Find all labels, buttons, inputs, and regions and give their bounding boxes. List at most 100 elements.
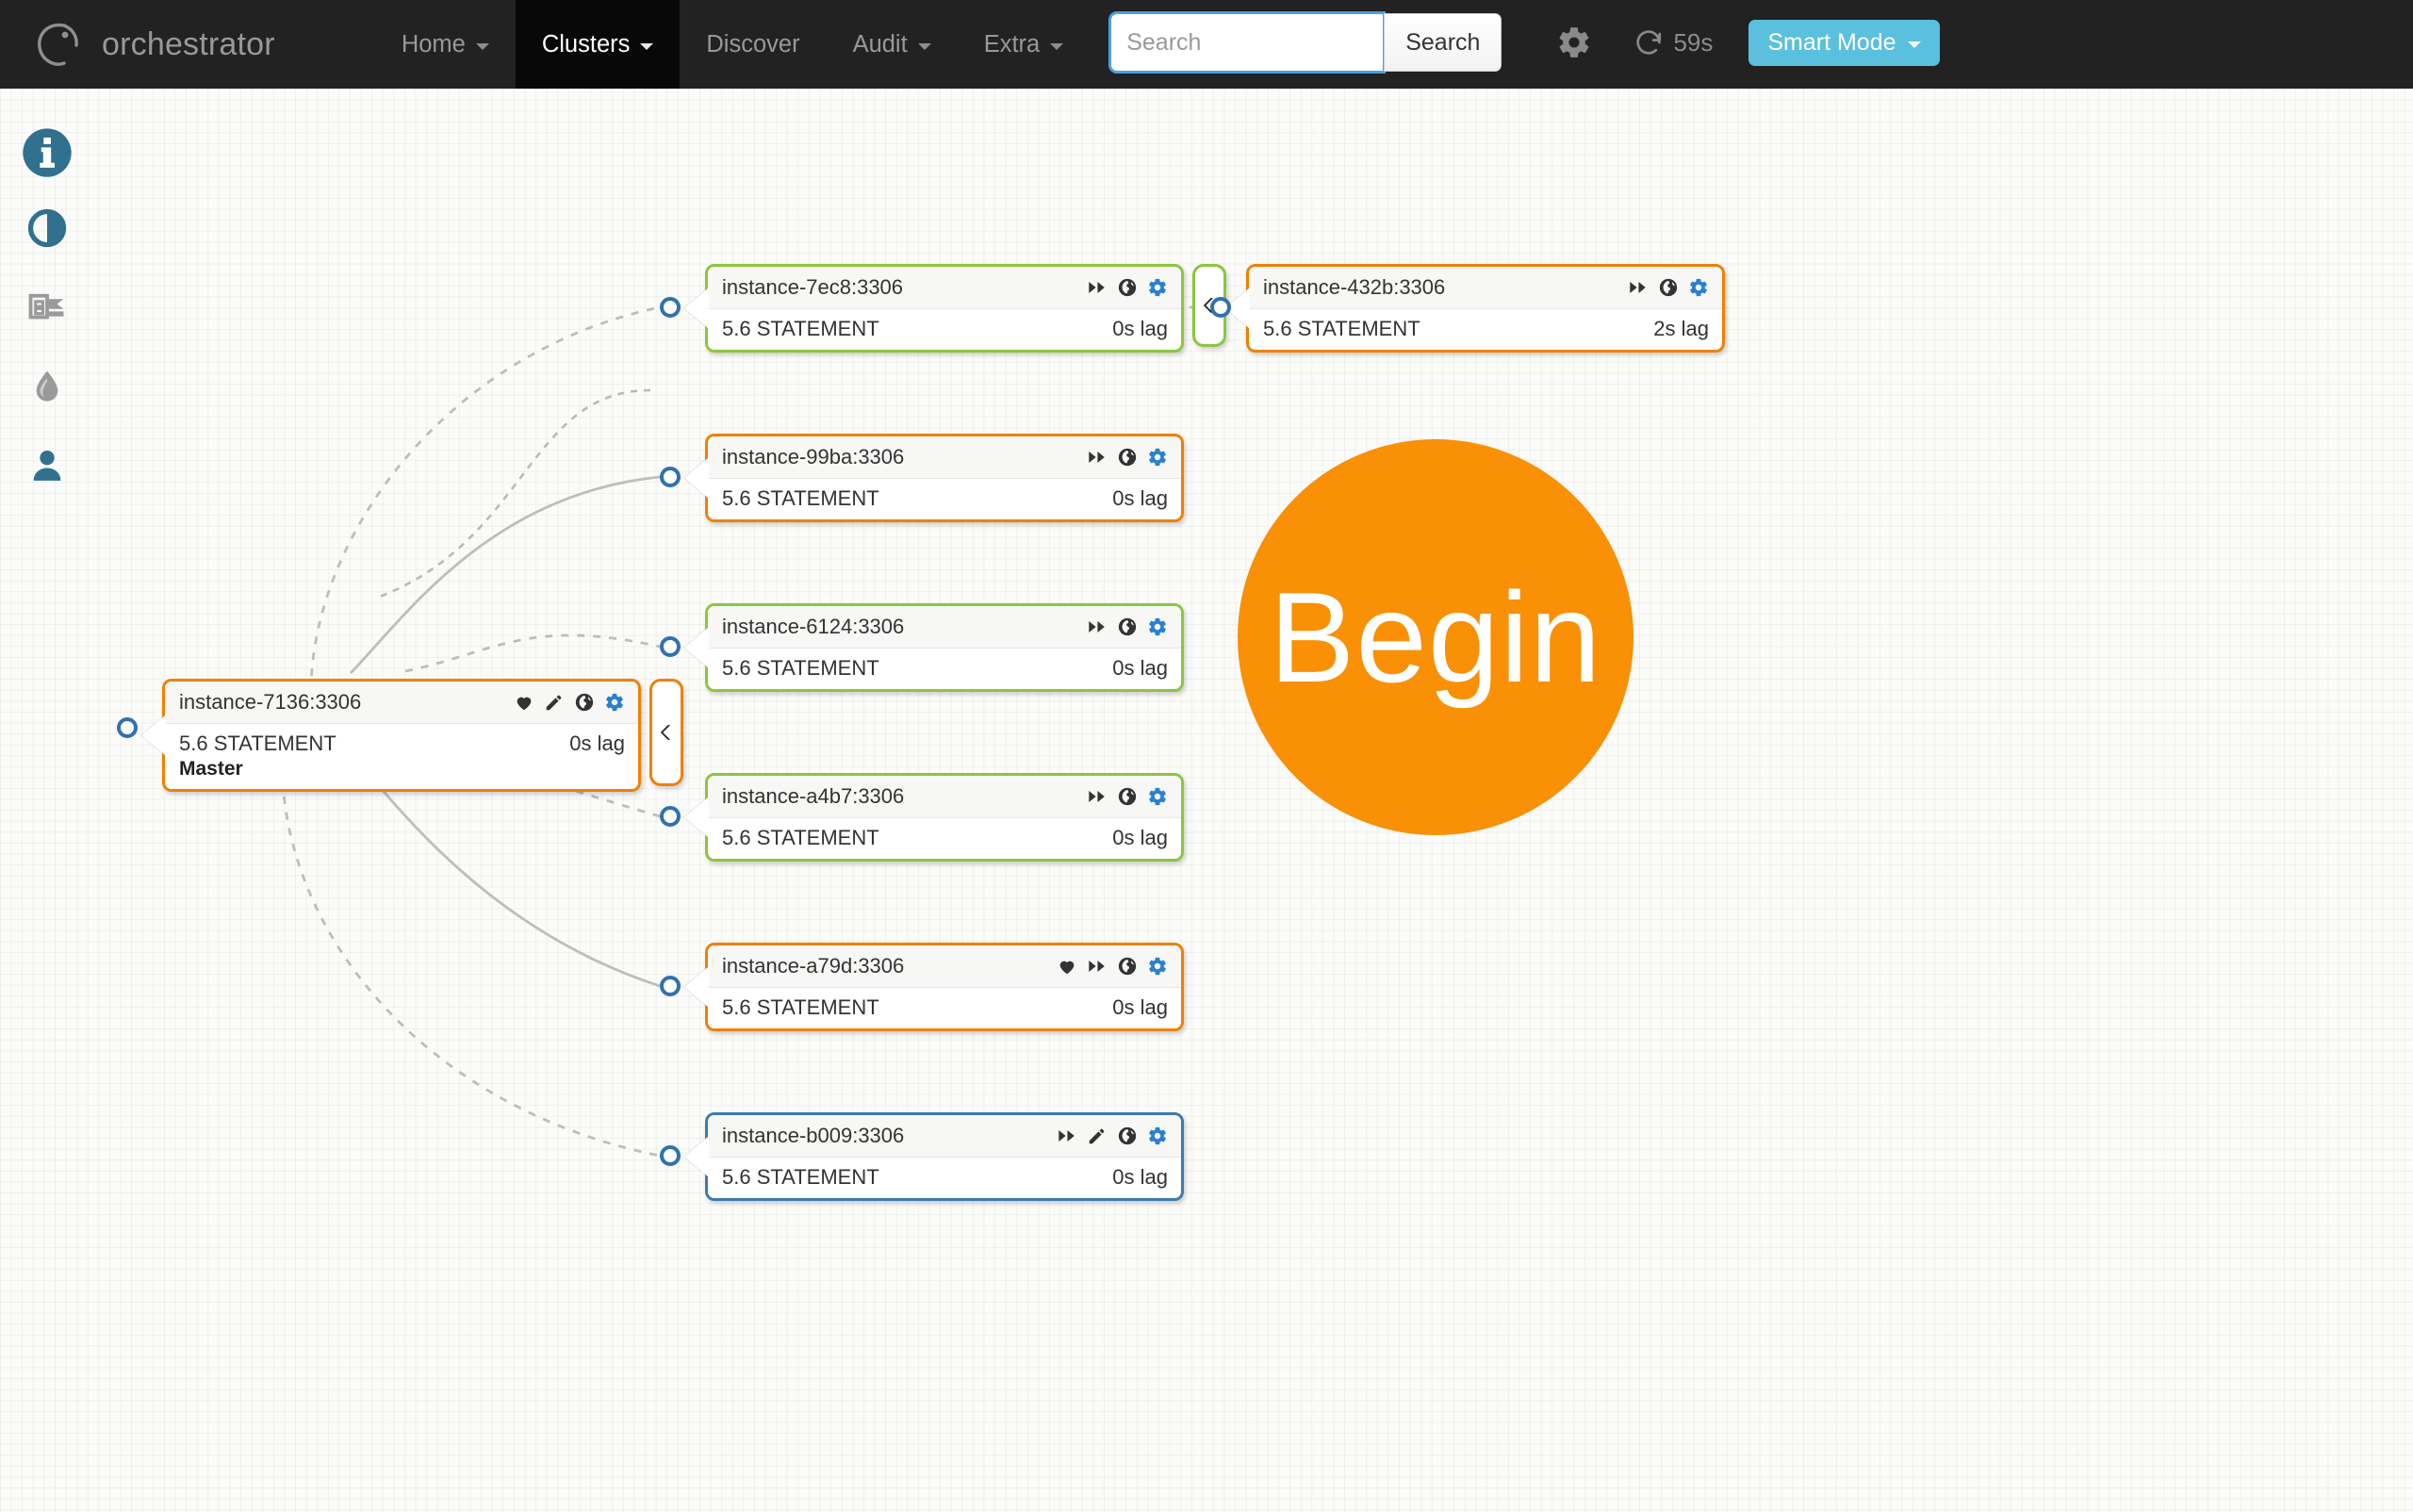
- globe-icon[interactable]: [1117, 786, 1138, 807]
- node-body: 5.6 STATEMENT 0s lag: [708, 1158, 1181, 1198]
- node-header: instance-99ba:3306: [708, 436, 1181, 479]
- brand-label: orchestrator: [102, 26, 275, 63]
- sidebar-item-contrast[interactable]: [0, 207, 94, 249]
- fast-forward-icon[interactable]: [1087, 786, 1108, 807]
- nav-right-group: Search 59s Smart Mode: [1110, 0, 1939, 72]
- connector-anchor-master[interactable]: [117, 717, 138, 738]
- globe-icon[interactable]: [1117, 616, 1138, 637]
- gear-icon[interactable]: [1147, 956, 1168, 977]
- brand[interactable]: orchestrator: [0, 0, 296, 89]
- node-action-icons: [1087, 786, 1168, 807]
- fast-forward-icon[interactable]: [1087, 616, 1108, 637]
- connector-anchor-7ec8[interactable]: [660, 297, 681, 318]
- top-navbar: orchestrator Home Clusters Discover Audi…: [0, 0, 2413, 89]
- connector-anchor-b009[interactable]: [660, 1145, 681, 1166]
- nav-item-audit-label: Audit: [853, 31, 908, 58]
- fast-forward-icon[interactable]: [1087, 956, 1108, 977]
- node-body: 5.6 STATEMENT 0s lag Master: [165, 724, 638, 789]
- fast-forward-icon[interactable]: [1087, 277, 1108, 298]
- node-title: instance-432b:3306: [1263, 275, 1445, 300]
- heart-icon[interactable]: [514, 692, 534, 713]
- refresh-countdown[interactable]: 59s: [1633, 27, 1713, 58]
- globe-icon[interactable]: [574, 692, 595, 713]
- heart-icon[interactable]: [1057, 956, 1077, 977]
- node-version: 5.6 STATEMENT: [722, 995, 879, 1020]
- fast-forward-icon[interactable]: [1087, 447, 1108, 468]
- gear-icon[interactable]: [1147, 616, 1168, 637]
- node-title: instance-a79d:3306: [722, 954, 904, 978]
- node-body: 5.6 STATEMENT 0s lag: [708, 309, 1181, 350]
- node-collapse-tab[interactable]: [649, 679, 683, 786]
- gear-icon[interactable]: [1147, 786, 1168, 807]
- gear-icon[interactable]: [604, 692, 625, 713]
- compress-object-group-icon: [27, 288, 67, 327]
- smart-mode-dropdown[interactable]: Smart Mode: [1748, 20, 1939, 66]
- node-title: instance-7136:3306: [179, 690, 361, 715]
- fast-forward-icon[interactable]: [1628, 277, 1649, 298]
- nav-item-clusters-label: Clusters: [542, 31, 631, 58]
- globe-icon[interactable]: [1117, 277, 1138, 298]
- node-version: 5.6 STATEMENT: [179, 731, 337, 756]
- globe-icon[interactable]: [1117, 1126, 1138, 1146]
- node-header: instance-7136:3306: [165, 682, 638, 724]
- sidebar-item-object-group[interactable]: [0, 287, 94, 328]
- smart-mode-label: Smart Mode: [1767, 29, 1896, 57]
- topology-node-a4b7[interactable]: instance-a4b7:3306 5.6 STATEMENT 0s lag: [705, 773, 1184, 862]
- topology-node-6124[interactable]: instance-6124:3306 5.6 STATEMENT 0s lag: [705, 603, 1184, 692]
- gear-icon[interactable]: [1688, 277, 1709, 298]
- node-title: instance-6124:3306: [722, 615, 904, 639]
- sidebar-item-user[interactable]: [0, 445, 94, 486]
- node-lag: 0s lag: [1112, 486, 1168, 511]
- node-body: 5.6 STATEMENT 0s lag: [708, 818, 1181, 859]
- nav-item-extra[interactable]: Extra: [958, 0, 1091, 89]
- topology-node-master[interactable]: instance-7136:3306 5.6 STATEMENT 0s l: [162, 679, 641, 792]
- node-body: 5.6 STATEMENT 0s lag: [708, 649, 1181, 689]
- node-lag: 0s lag: [1112, 656, 1168, 681]
- node-lag: 0s lag: [569, 731, 625, 756]
- fast-forward-icon[interactable]: [1057, 1126, 1077, 1146]
- nav-item-home[interactable]: Home: [375, 0, 516, 89]
- search-button[interactable]: Search: [1384, 13, 1502, 72]
- topology-node-7ec8[interactable]: instance-7ec8:3306 5.6 STATEMENT 0s lag: [705, 264, 1184, 353]
- connector-anchor-6124[interactable]: [660, 636, 681, 657]
- node-connector-notch: [684, 966, 709, 1008]
- nav-item-discover[interactable]: Discover: [680, 0, 826, 89]
- node-connector-notch: [684, 457, 709, 499]
- begin-button[interactable]: Begin: [1238, 439, 1633, 835]
- node-lag: 0s lag: [1112, 995, 1168, 1020]
- node-title: instance-7ec8:3306: [722, 275, 903, 300]
- globe-icon[interactable]: [1117, 956, 1138, 977]
- node-body: 5.6 STATEMENT 0s lag: [708, 479, 1181, 519]
- topology-node-b009[interactable]: instance-b009:3306 5.6 STATEMENT 0s l: [705, 1112, 1184, 1201]
- connector-anchor-a4b7[interactable]: [660, 806, 681, 827]
- sidebar-item-tint[interactable]: [0, 366, 94, 407]
- gear-icon[interactable]: [1147, 1126, 1168, 1146]
- node-header: instance-6124:3306: [708, 606, 1181, 649]
- node-action-icons: [1057, 956, 1168, 977]
- connector-anchor-a79d[interactable]: [660, 976, 681, 996]
- sidebar-item-info[interactable]: [0, 132, 94, 173]
- nav-item-audit[interactable]: Audit: [827, 0, 958, 89]
- node-role: Master: [179, 758, 625, 781]
- globe-icon[interactable]: [1658, 277, 1679, 298]
- node-header: instance-a4b7:3306: [708, 776, 1181, 818]
- pencil-icon[interactable]: [544, 692, 565, 713]
- connector-anchor-99ba[interactable]: [660, 467, 681, 487]
- node-connector-notch: [141, 715, 166, 756]
- node-version: 5.6 STATEMENT: [722, 1165, 879, 1190]
- topology-node-432b[interactable]: instance-432b:3306 5.6 STATEMENT 2s lag: [1246, 264, 1725, 353]
- nav-item-clusters[interactable]: Clusters: [516, 0, 681, 89]
- gear-icon[interactable]: [1147, 277, 1168, 298]
- gear-icon[interactable]: [1556, 25, 1592, 60]
- connector-anchor-432b[interactable]: [1210, 297, 1231, 318]
- pencil-icon[interactable]: [1087, 1126, 1108, 1146]
- node-lag: 0s lag: [1112, 1165, 1168, 1190]
- node-title: instance-b009:3306: [722, 1124, 904, 1148]
- nav-item-discover-label: Discover: [706, 31, 799, 58]
- globe-icon[interactable]: [1117, 447, 1138, 468]
- search-input[interactable]: [1110, 13, 1384, 72]
- topology-node-a79d[interactable]: instance-a79d:3306 5.6 STATEMENT 0s l: [705, 943, 1184, 1031]
- topology-node-99ba[interactable]: instance-99ba:3306 5.6 STATEMENT 0s lag: [705, 434, 1184, 522]
- node-version: 5.6 STATEMENT: [722, 826, 879, 850]
- gear-icon[interactable]: [1147, 447, 1168, 468]
